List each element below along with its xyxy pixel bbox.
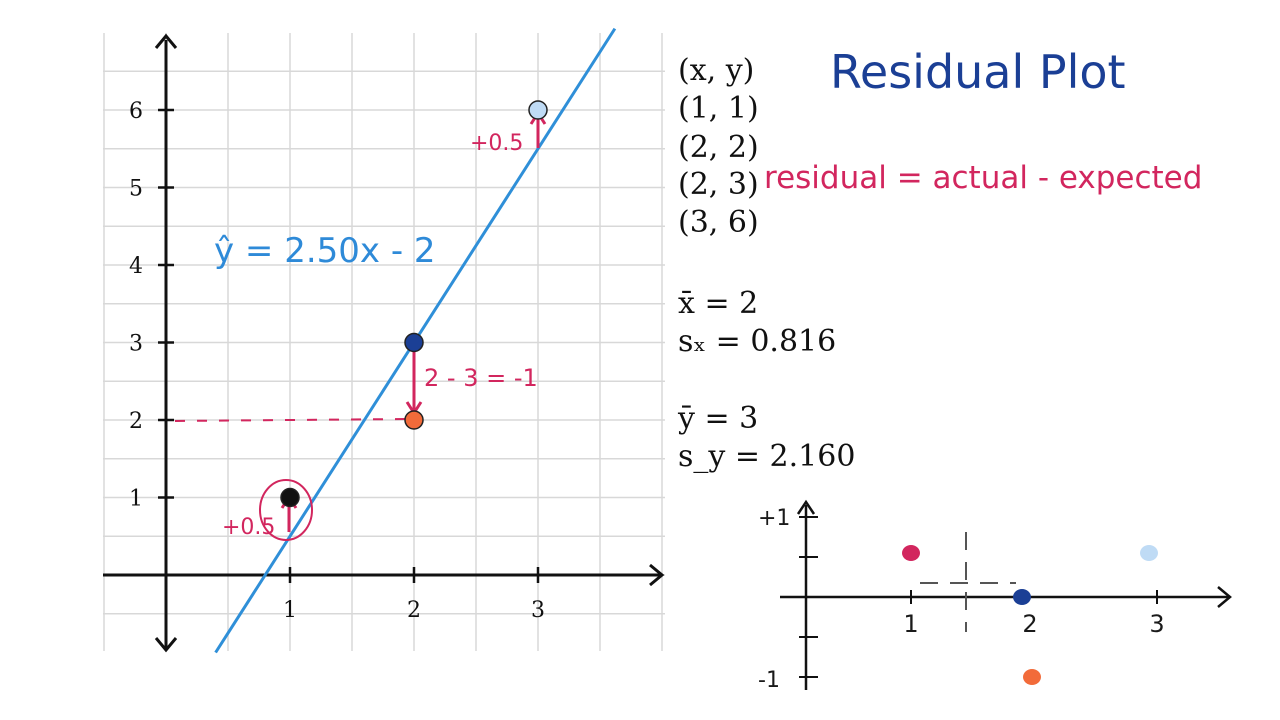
data-point xyxy=(404,410,424,430)
data-point xyxy=(404,332,424,353)
data-point xyxy=(528,100,548,120)
point-list-item: (2, 2) xyxy=(678,130,759,165)
highlight-circle xyxy=(259,479,313,541)
residual-label-3: +0.5 xyxy=(470,131,523,156)
x-tick-label: 3 xyxy=(531,598,545,623)
y-tick-label: 2 xyxy=(129,409,143,434)
residual-point xyxy=(902,545,920,561)
residual-point xyxy=(1140,545,1158,561)
residual-x-arrow-right-icon xyxy=(1217,586,1232,608)
y-axis-arrow-down-icon xyxy=(154,637,178,653)
data-points xyxy=(280,100,548,508)
residual-points xyxy=(902,545,1158,685)
residual-label-1: +0.5 xyxy=(222,515,275,540)
y-tick-label: 5 xyxy=(129,177,143,202)
residual-point xyxy=(1023,669,1041,685)
point-list: (x, y) (1, 1) (2, 2) (2, 3) (3, 6) xyxy=(678,53,759,240)
residual-arrows xyxy=(259,110,547,541)
x-std: sₓ = 0.816 xyxy=(678,324,836,359)
residual-x-tick-label: 1 xyxy=(903,610,918,638)
point-list-header: (x, y) xyxy=(678,53,754,88)
summary-stats: x̄ = 2 sₓ = 0.816 ȳ = 3 s_y = 2.160 xyxy=(677,286,855,474)
x-axis-arrow-right-icon xyxy=(649,563,665,587)
y-mean: ȳ = 3 xyxy=(677,401,758,436)
x-tick-label: 2 xyxy=(407,598,421,623)
regression-equation-text: ŷ = 2.50x - 2 xyxy=(214,231,436,271)
residual-label-2: 2 - 3 = -1 xyxy=(424,364,538,392)
y-std: s_y = 2.160 xyxy=(678,439,855,474)
main-ticks: 1 2 3 4 5 6 1 2 3 xyxy=(129,99,545,623)
graph-grid xyxy=(103,33,665,651)
residual-ticks: 1 2 3 +1 -1 xyxy=(758,506,1165,693)
residual-plot: 1 2 3 +1 -1 xyxy=(758,499,1232,693)
residual-formula: residual = actual - expected xyxy=(764,160,1202,196)
main-axes xyxy=(103,33,665,653)
y-tick-label: 6 xyxy=(129,99,143,124)
y-tick-label: 4 xyxy=(129,254,143,279)
mean-crosshair xyxy=(920,532,1016,632)
residual-x-tick-label: 3 xyxy=(1149,610,1164,638)
residual-y-tick-label: -1 xyxy=(758,668,780,693)
residual-y-arrow-up-icon xyxy=(796,499,816,515)
point-list-item: (1, 1) xyxy=(678,91,759,126)
regression-equation: ŷ = 2.50x - 2 xyxy=(214,231,436,271)
point-list-item: (2, 3) xyxy=(678,167,759,202)
residual-x-tick-label: 2 xyxy=(1022,610,1037,638)
point-list-item: (3, 6) xyxy=(678,205,759,240)
data-point xyxy=(280,487,300,508)
page-title: Residual Plot xyxy=(830,45,1126,99)
x-mean: x̄ = 2 xyxy=(678,286,758,321)
x-tick-label: 1 xyxy=(283,598,297,623)
residual-y-tick-label: +1 xyxy=(758,506,790,531)
guide-dashed-line xyxy=(174,418,406,422)
residual-point xyxy=(1013,589,1031,605)
y-axis-arrow-up-icon xyxy=(154,33,178,49)
y-tick-label: 1 xyxy=(129,487,143,512)
y-tick-label: 3 xyxy=(129,332,143,357)
